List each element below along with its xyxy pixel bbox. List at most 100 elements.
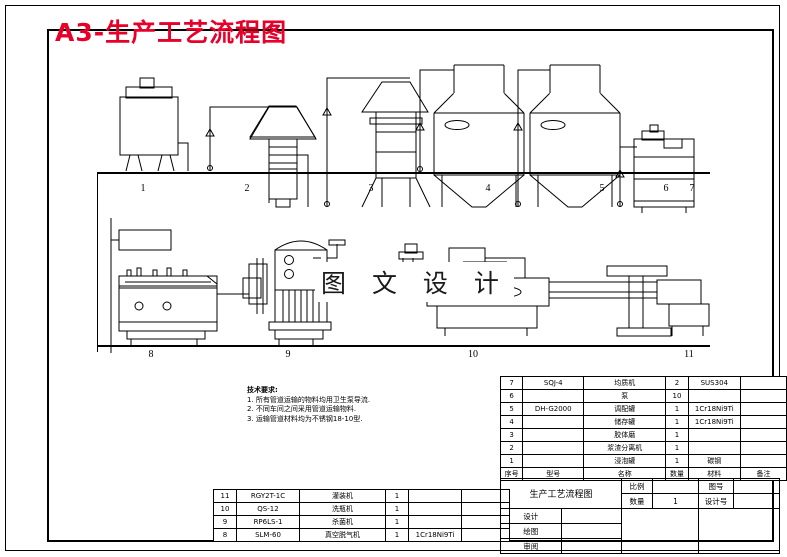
bom-cell-no: 2 [499,441,524,455]
bom-cell-name: 储存罐 [583,415,667,429]
title-block-designer-value [560,508,622,524]
equipment-number-7: 7 [689,183,695,194]
bom-cell-model [522,415,585,429]
bom-cell-no: 7 [499,376,524,390]
bom-cell-remark [739,389,787,403]
title-block-scale-value [652,478,699,494]
rail-drop-left [97,172,98,352]
title-block-drafter-label: 绘图 [500,523,562,539]
technical-requirement-line-2: 2. 不同车间之间采用管道运输物料. [247,405,357,413]
bom-cell-material: 1Cr18Ni9Ti [687,415,741,429]
title-block-designer-label: 设计 [500,508,562,524]
bom-cell-qty: 1 [385,502,409,516]
equipment-number-9: 9 [285,349,291,360]
title-block-blank-right [698,508,780,554]
title-block-blank-left [621,508,699,554]
table-row: 9 RP6LS-1 杀菌机 1 [213,515,510,529]
title-block-row: 设计 [500,508,780,554]
bom-cell-qty: 10 [665,389,689,403]
table-row: 7 SQJ-4 均质机 2 SUS304 [499,376,787,390]
bom-cell-no: 6 [499,389,524,403]
title-block-checker-label: 审阅 [500,538,562,554]
bom-cell-remark [739,376,787,390]
ground-rail-upper [97,172,710,174]
title-block-designno-label: 设计号 [698,493,734,509]
bom-cell-remark [739,441,787,455]
bom-cell-material [687,441,741,455]
bom-cell-no: 4 [499,415,524,429]
equipment-number-8: 8 [148,349,154,360]
bom-cell-no: 5 [499,402,524,416]
bom-cell-qty: 2 [665,376,689,390]
table-row: 6 泵 10 [499,389,787,403]
bom-cell-name: 杀菌机 [299,515,386,529]
bom-cell-name: 浸泡罐 [583,454,667,468]
equipment-number-10: 10 [468,349,478,360]
table-row: 11 RGY2T-1C 灌装机 1 [213,489,510,503]
bom-cell-material: 1Cr18Ni9Ti [408,528,462,542]
title-block-dwgno-label: 图号 [698,478,734,494]
bom-cell-model: SQJ-4 [522,376,585,390]
equipment-number-11: 11 [684,349,694,360]
title-block-drawing-name: 生产工艺流程图 [500,478,622,509]
bom-cell-name: 泵 [583,389,667,403]
flow-diagram-upper [90,35,710,195]
table-row: 3 胶体磨 1 [499,428,787,442]
bom-cell-remark [739,454,787,468]
bom-cell-qty: 1 [385,528,409,542]
bom-cell-name: 均质机 [583,376,667,390]
technical-requirements-heading: 技术要求: [247,386,278,394]
drawing-title: A3-生产工艺流程图 [55,18,288,47]
title-block-row: 审阅 [500,538,780,554]
bom-cell-model: SLM-60 [236,528,300,542]
bom-cell-name: 真空脱气机 [299,528,386,542]
technical-requirements: 技术要求: 1. 所有管道运输的物料均用卫生泵导流. 2. 不同车间之间采用管道… [247,386,370,424]
title-block-scale-label: 比例 [621,478,653,494]
bom-cell-remark [739,415,787,429]
technical-requirement-line-3: 3. 运输管道材料均为不锈钢18-10型. [247,414,363,423]
equipment-number-1: 1 [140,183,146,194]
table-row: 2 浆渣分离机 1 [499,441,787,455]
title-block-dwgno-value [733,478,780,494]
bom-cell-material [687,389,741,403]
title-block-qty-label: 数量 [621,493,653,509]
bom-cell-remark [739,402,787,416]
sheet-outer-border [5,5,780,551]
bom-cell-model [522,389,585,403]
bom-cell-material: 1Cr18Ni9Ti [687,402,741,416]
bom-cell-remark [739,428,787,442]
title-block-qty-value: 1 [652,493,699,509]
bom-cell-material: SUS304 [687,376,741,390]
bom-cell-material [408,489,462,503]
table-row: 8 SLM-60 真空脱气机 1 1Cr18Ni9Ti [213,528,510,542]
bom-cell-no: 1 [499,454,524,468]
equipment-number-6: 6 [663,183,669,194]
bom-cell-no: 9 [213,515,237,529]
bom-cell-model: DH-G2000 [522,402,585,416]
title-block-drafter-value [560,523,622,539]
table-row: 5 DH-G2000 调配罐 1 1Cr18Ni9Ti [499,402,787,416]
bom-cell-material: 碳钢 [687,454,741,468]
bom-cell-name: 胶体磨 [583,428,667,442]
title-block-row: 生产工艺流程图 比例 图号 [500,478,780,509]
title-block: 生产工艺流程图 比例 图号 数量 1 设计号 设计 [500,478,780,554]
bom-cell-qty: 1 [665,415,689,429]
equipment-number-3: 3 [368,183,374,194]
bom-cell-material [408,515,462,529]
bom-cell-model: RGY2T-1C [236,489,300,503]
bom-header-material: 材料 [687,467,741,481]
bom-cell-name: 调配罐 [583,402,667,416]
title-block-checker-value [560,538,622,554]
title-block-row: 数量 1 设计号 [501,493,780,509]
bom-cell-model [522,428,585,442]
bom-table-upper: 7 SQJ-4 均质机 2 SUS304 6 泵 10 5 DH-G2000 调… [499,376,787,481]
equipment-number-5: 5 [599,183,605,194]
bom-cell-name: 浆渣分离机 [583,441,667,455]
technical-requirement-line-1: 1. 所有管道运输的物料均用卫生泵导流. [247,395,371,404]
equipment-number-4: 4 [485,183,491,194]
bom-cell-material [408,502,462,516]
bom-cell-no: 10 [213,502,237,516]
bom-cell-qty: 1 [665,428,689,442]
watermark-text: 图 文 设 计 [315,262,514,302]
